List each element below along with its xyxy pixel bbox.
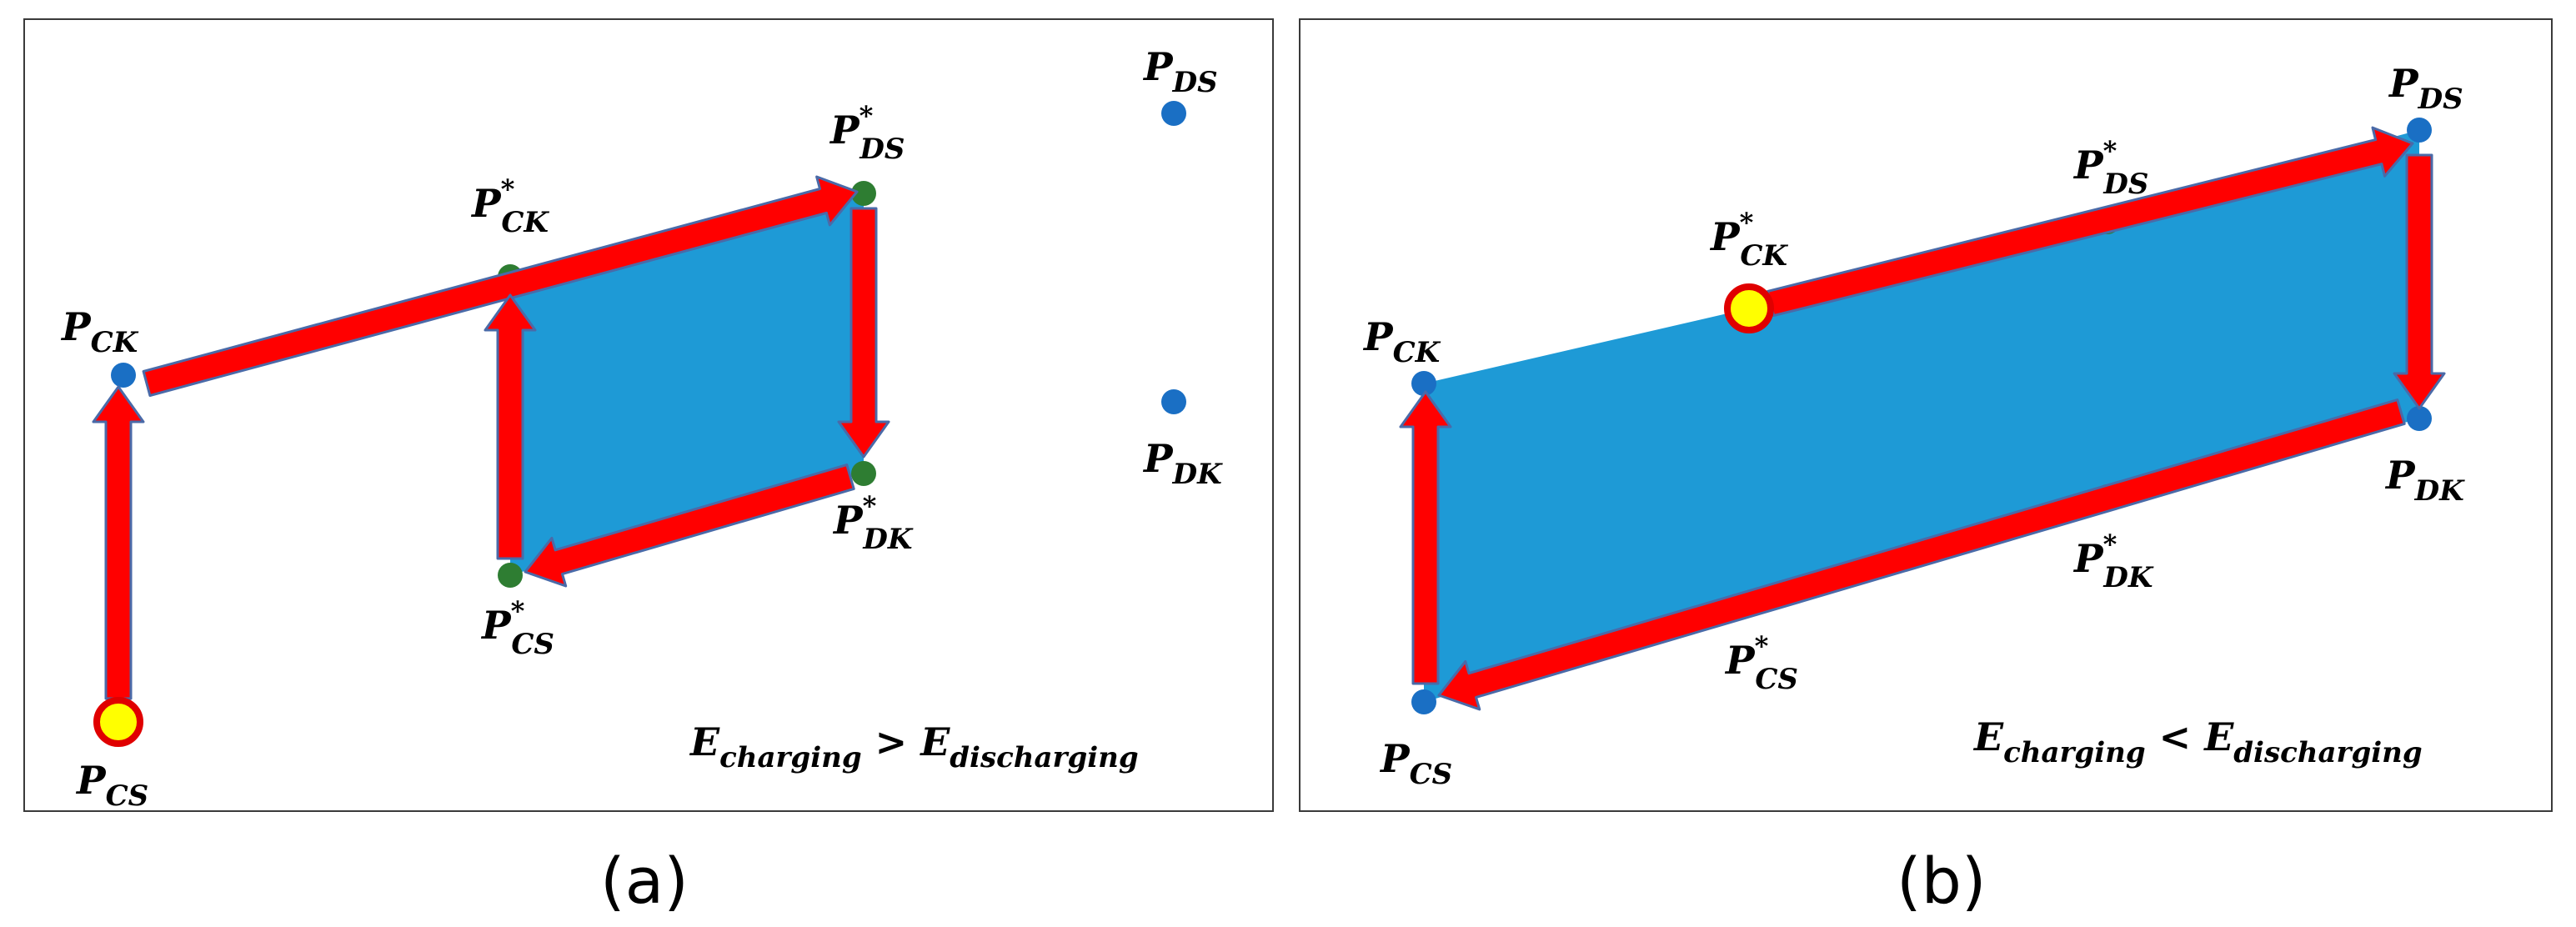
label-b-pdks: P*DK <box>2072 529 2154 594</box>
arrow-a-5 <box>484 293 537 560</box>
label-b-pds: PDS <box>2388 61 2463 116</box>
arrow-b-4 <box>1437 398 2406 711</box>
arrow-a-3 <box>837 207 890 458</box>
point-a-pds <box>1161 101 1186 126</box>
start-point-b <box>1724 283 1774 333</box>
label-b-pck: PCK <box>1362 314 1441 369</box>
shaded-region-b <box>1424 130 2419 702</box>
arrow-a-4 <box>524 464 855 588</box>
label-b-pcks: P*CK <box>1709 207 1788 273</box>
point-b-pdk <box>2407 406 2432 431</box>
label-a-pdks: P*DK <box>832 490 914 556</box>
label-b-pcss: P*CS <box>1724 630 1798 696</box>
point-a-pdks <box>851 461 876 486</box>
label-b-pdk: PDK <box>2384 453 2465 508</box>
arrow-a-1 <box>92 385 145 700</box>
point-b-pck <box>1411 371 1436 396</box>
arrow-b-1 <box>1399 390 1452 685</box>
point-a-pdk <box>1161 389 1186 414</box>
panel-b-drawing <box>1424 130 2419 702</box>
label-a-pds: PDS <box>1142 44 1218 99</box>
label-a-pck: PCK <box>60 304 139 359</box>
label-a-pdss: P*DS <box>829 100 905 166</box>
point-a-pcss <box>498 563 523 588</box>
condition-label-a: Echarging > Edischarging <box>689 719 1139 774</box>
condition-label-b: Echarging < Edischarging <box>1972 714 2423 769</box>
arrow-a-2 <box>142 175 859 397</box>
panel-a-drawing <box>510 193 864 575</box>
shaded-region-a <box>510 193 864 575</box>
caption-a: (a) <box>600 844 689 918</box>
label-a-pcss: P*CS <box>480 595 554 661</box>
label-b-pdss: P*DS <box>2072 135 2148 201</box>
arrow-b-3 <box>2393 153 2446 410</box>
point-a-pck <box>111 363 136 388</box>
label-a-pcs: PCS <box>75 758 148 813</box>
point-a-pdss <box>851 181 876 206</box>
label-a-pdk: PDK <box>1142 436 1223 491</box>
point-b-pds <box>2407 118 2432 143</box>
start-point-a <box>93 697 143 747</box>
arrow-b-2 <box>1766 126 2414 318</box>
point-b-pcs <box>1411 689 1436 714</box>
label-a-pcks: P*CK <box>470 173 549 239</box>
label-b-pcs: PCS <box>1379 736 1452 791</box>
caption-b: (b) <box>1897 844 1987 918</box>
